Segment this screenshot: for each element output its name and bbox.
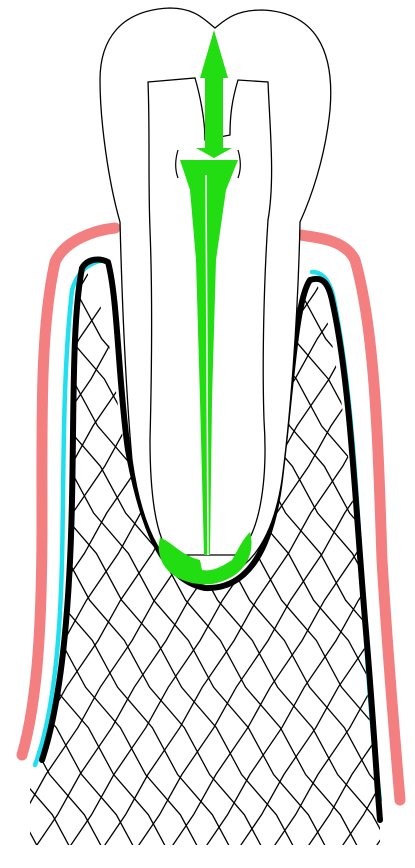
bone-mesh-line bbox=[0, 250, 34, 862]
arrow-shaft-upper bbox=[205, 76, 223, 152]
bone-mesh-line bbox=[0, 250, 110, 862]
bone-mesh-line bbox=[0, 250, 14, 862]
bone-mesh-line bbox=[0, 250, 102, 862]
bone-mesh-line bbox=[0, 250, 68, 862]
